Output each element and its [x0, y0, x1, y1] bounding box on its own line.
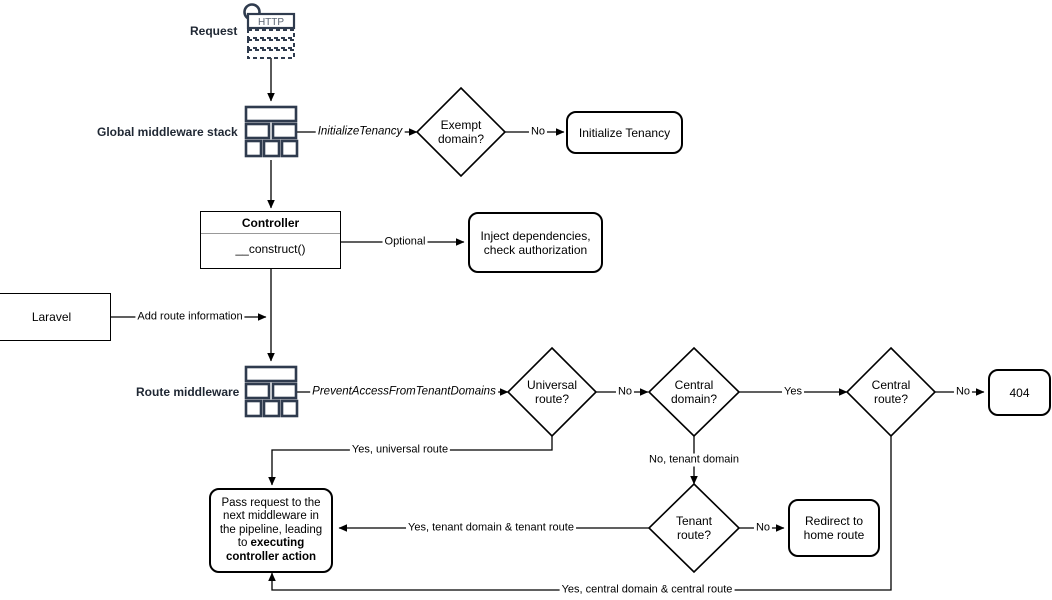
node-controller[interactable]: Controller __construct()	[200, 211, 341, 269]
pass-request-line4-plain: to	[237, 537, 251, 550]
edge-label-exempt-no: No	[528, 125, 548, 139]
node-central-route-shape	[845, 346, 937, 438]
node-central-domain-text: Central domain?	[671, 378, 717, 406]
node-central-domain-shape	[647, 346, 741, 438]
middleware-stack-icon-route	[244, 365, 299, 418]
redirect-home-line2: home route	[803, 528, 865, 542]
pass-request-line1: Pass request to the	[221, 496, 321, 509]
node-universal-route-text: Universal route?	[527, 378, 577, 406]
edge-label-add-route-information: Add route information	[135, 310, 245, 324]
tenant-route-line2: route?	[676, 528, 712, 542]
central-domain-line1: Central	[674, 378, 714, 392]
edge-label-prevent-access: PreventAccessFromTenantDomains	[310, 385, 498, 399]
node-central-route-text: Central route?	[872, 378, 911, 406]
edge-label-universal-no: No	[615, 385, 635, 399]
http-icon-label: HTTP	[258, 17, 284, 28]
node-exempt-domain-shape	[415, 86, 507, 178]
edge-label-tenant-yes: Yes, tenant domain & tenant route	[406, 521, 576, 535]
edge-label-universal-yes: Yes, universal route	[349, 443, 451, 457]
node-inject-dependencies[interactable]: Inject dependencies, check authorization	[468, 212, 603, 273]
central-route-line1: Central	[871, 378, 911, 392]
edge-label-optional: Optional	[382, 235, 428, 249]
pass-request-line3: the pipeline, leading	[219, 523, 323, 536]
global-middleware-stack-label: Global middleware stack	[97, 125, 238, 139]
node-404[interactable]: 404	[988, 369, 1051, 416]
inject-dependencies-line2: check authorization	[483, 242, 588, 257]
central-route-line2: route?	[873, 392, 909, 406]
route-middleware-label: Route middleware	[136, 385, 240, 399]
laravel-text: Laravel	[31, 310, 72, 324]
node-exempt-domain-text: Exempt domain?	[438, 118, 484, 146]
pass-request-line5-bold: controller action	[225, 550, 317, 563]
node-pass-request[interactable]: Pass request to the next middleware in t…	[209, 488, 333, 573]
edge-label-initialize-tenancy: InitializeTenancy	[315, 125, 405, 139]
edge-label-central-domain-no: No, tenant domain	[647, 453, 741, 467]
node-initialize-tenancy[interactable]: Initialize Tenancy	[566, 111, 683, 154]
controller-method: __construct()	[235, 242, 306, 256]
redirect-home-line1: Redirect to	[804, 514, 864, 528]
pass-request-line4-bold: executing	[250, 537, 305, 550]
universal-route-line2: route?	[534, 392, 570, 406]
tenant-route-line1: Tenant	[675, 514, 713, 528]
edge-label-central-domain-yes: Yes	[782, 385, 804, 399]
node-laravel[interactable]: Laravel	[0, 293, 111, 341]
pass-request-line4: to executing	[220, 537, 322, 551]
http-request-icon: HTTP	[243, 3, 296, 59]
middleware-stack-icon-global	[244, 105, 299, 158]
central-domain-line2: domain?	[670, 392, 718, 406]
edge-label-central-yes: Yes, central domain & central route	[559, 583, 735, 597]
pass-request-line2: next middleware in	[223, 510, 319, 523]
edge-label-tenant-route-no: No	[753, 521, 773, 535]
inject-dependencies-line1: Inject dependencies,	[480, 228, 591, 243]
node-404-text: 404	[1009, 385, 1030, 400]
pass-request-line5: controller action	[220, 551, 322, 565]
request-label: Request	[190, 24, 238, 38]
node-tenant-route-shape	[647, 482, 741, 574]
exempt-domain-line1: Exempt	[440, 118, 482, 132]
node-universal-route-shape	[506, 346, 598, 438]
edge-label-central-route-no: No	[953, 385, 973, 399]
controller-title: Controller	[201, 212, 340, 234]
exempt-domain-line2: domain?	[437, 132, 485, 146]
node-redirect-home[interactable]: Redirect to home route	[788, 499, 880, 557]
initialize-tenancy-text: Initialize Tenancy	[578, 125, 671, 140]
node-tenant-route-text: Tenant route?	[676, 514, 712, 542]
universal-route-line1: Universal	[526, 378, 578, 392]
